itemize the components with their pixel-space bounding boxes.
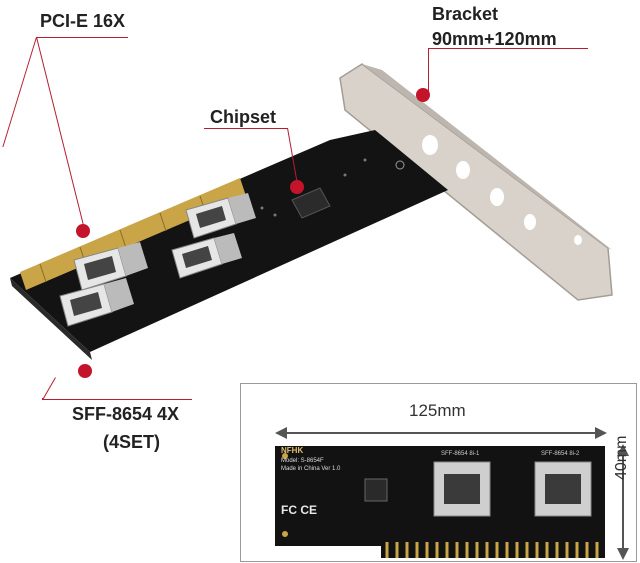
sff-8654-connector	[171, 233, 242, 279]
svg-text:FC CE: FC CE	[281, 503, 317, 517]
made-in-text: Made in China Ver 1.0	[281, 466, 341, 472]
sff-label: SFF-8654 4X	[72, 404, 180, 424]
pcie-callout-dot	[76, 224, 90, 238]
bracket-label: Bracket	[432, 4, 499, 24]
inset-connector	[433, 461, 491, 517]
height-dimension-label: 40mm	[613, 435, 630, 480]
bracket-size-label: 90mm+120mm	[432, 29, 557, 49]
port-label-2: SFF-8654 8i-2	[541, 451, 580, 457]
bracket-hole	[456, 161, 470, 179]
bracket-hole	[490, 188, 504, 206]
bracket-callout-line	[428, 48, 429, 94]
width-dimension-label: 125mm	[409, 401, 466, 420]
bracket-hole	[524, 214, 536, 230]
pcie-callout-line	[36, 37, 128, 38]
inset-connector	[534, 461, 592, 517]
sff-callout-dot	[78, 364, 92, 378]
chipset-callout-line	[204, 128, 288, 129]
sff-8654-connector	[73, 242, 148, 291]
chipset-chip	[291, 187, 331, 219]
chipset-label: Chipset	[210, 107, 277, 127]
sff-8654-connector	[185, 193, 256, 239]
bracket-hole	[422, 135, 438, 155]
pcb-board	[10, 130, 448, 360]
chipset-callout-dot	[290, 180, 304, 194]
sff-8654-connector	[59, 278, 134, 327]
sff-callout-line	[42, 399, 192, 400]
brand-logo: NFHK	[281, 446, 304, 455]
port-label-1: SFF-8654 8i-1	[441, 451, 480, 457]
sff-count-label: (4SET)	[103, 432, 161, 452]
inset-board: FC CE	[275, 427, 629, 560]
model-text: Model: S-8654F	[281, 458, 324, 464]
metal-bracket	[339, 63, 613, 301]
dimension-inset: FC CE 125mm 40mm NFHK Model: S-8654F Mad…	[240, 383, 637, 562]
bracket-callout-dot	[416, 88, 430, 102]
pcie-label: PCI-E 16X	[40, 11, 126, 31]
bracket-callout-line	[428, 48, 588, 49]
